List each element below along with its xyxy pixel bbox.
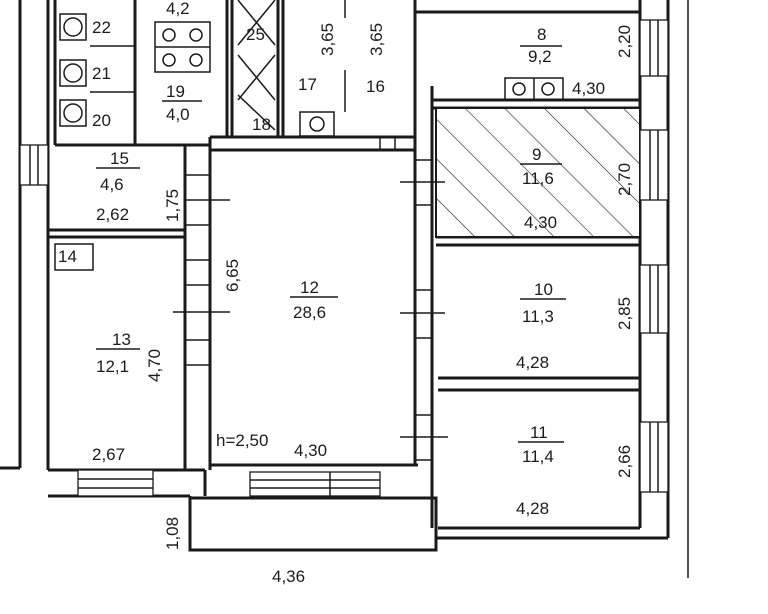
room-15-area: 4,6: [100, 175, 124, 194]
dim-ceiling-height: h=2,50: [216, 431, 268, 450]
room-11-number: 11: [530, 423, 548, 442]
dim-2-70: 2,70: [615, 163, 634, 196]
dimension-labels: 3,65 3,65 2,20 4,30 1,75 2,62 2,70 4,30 …: [92, 23, 634, 586]
room-22-label: 22: [92, 18, 111, 37]
room-12-number: 12: [300, 278, 319, 297]
door-marks: [173, 137, 448, 461]
dim-4-30-room8: 4,30: [572, 79, 605, 98]
room-8-area: 9,2: [528, 47, 552, 66]
dim-2-62: 2,62: [96, 205, 129, 224]
dim-6-65: 6,65: [223, 259, 242, 292]
dim-4-36: 4,36: [272, 567, 305, 586]
dim-3-65-left: 3,65: [318, 23, 337, 56]
room-labels: 22 21 20 4,2 19 4,0 25 18 17 16 8 9,2 15…: [58, 0, 566, 466]
room-20-label: 20: [92, 111, 111, 130]
room-16-label: 16: [366, 77, 385, 96]
room-21-label: 21: [92, 64, 111, 83]
dim-4-70: 4,70: [145, 349, 164, 382]
room-8-number: 8: [537, 25, 546, 44]
dim-2-66: 2,66: [615, 445, 634, 478]
room-14-label: 14: [58, 247, 77, 266]
dim-4-28-room11: 4,28: [516, 499, 549, 518]
room-10-area: 11,3: [522, 307, 554, 326]
dim-4-28-room10: 4,28: [516, 353, 549, 372]
room-9-hatch: [435, 107, 641, 238]
dim-2-20: 2,20: [615, 25, 634, 58]
dim-3-65-right: 3,65: [367, 23, 386, 56]
room-15-number: 15: [110, 149, 129, 168]
dim-2-67: 2,67: [92, 445, 125, 464]
room-9-area: 11,6: [522, 169, 554, 188]
dim-4-30-room9: 4,30: [524, 213, 557, 232]
room-19-area: 4,0: [166, 105, 190, 124]
walls: [0, 0, 689, 578]
dim-1-75: 1,75: [163, 189, 182, 222]
room-10-number: 10: [534, 280, 553, 299]
room-11-area: 11,4: [522, 447, 554, 466]
room-top-left-area: 4,2: [166, 0, 190, 18]
room-18-label: 18: [252, 115, 271, 134]
room-9-number: 9: [532, 145, 541, 164]
room-17-label: 17: [298, 75, 317, 94]
room-13-area: 12,1: [96, 357, 129, 376]
fixtures: [59, 0, 564, 137]
room-19-number: 19: [166, 82, 185, 101]
room-25-label: 25: [246, 25, 265, 44]
room-13-number: 13: [112, 330, 131, 349]
dim-1-08: 1,08: [163, 517, 182, 550]
dim-2-85: 2,85: [615, 297, 634, 330]
windows: [19, 19, 669, 497]
dim-4-30-room12: 4,30: [294, 441, 327, 460]
room-12-area: 28,6: [293, 303, 326, 322]
